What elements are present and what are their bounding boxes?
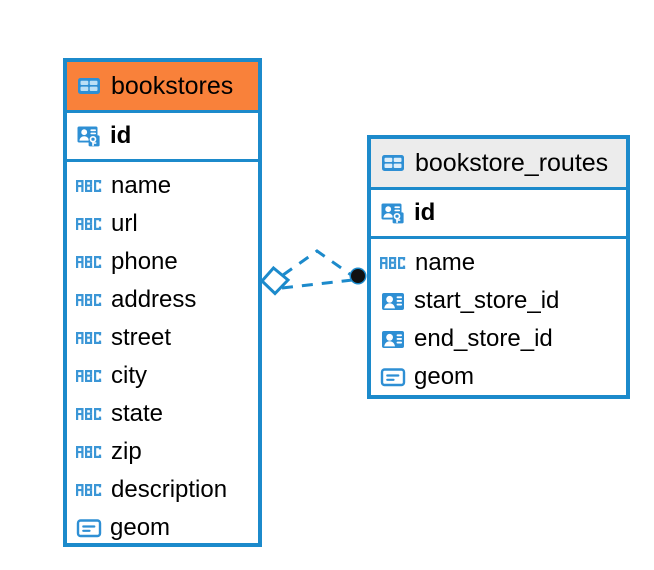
field-row-geom[interactable]: geom xyxy=(371,358,626,396)
field-row-name[interactable]: name xyxy=(371,244,626,282)
relationship-line-upper xyxy=(282,249,355,279)
field-row-id[interactable]: id xyxy=(371,190,626,236)
abc-text-icon xyxy=(76,367,103,385)
field-row-city[interactable]: city xyxy=(67,357,258,395)
columns-section-bookstore-routes: name start_store_id xyxy=(371,239,626,402)
field-label: street xyxy=(111,324,172,351)
field-label: phone xyxy=(111,248,178,275)
abc-text-icon xyxy=(76,443,103,461)
columns-section-bookstores: name xyxy=(67,162,258,553)
geometry-icon xyxy=(380,364,406,390)
field-label: name xyxy=(111,172,172,199)
field-row-state[interactable]: state xyxy=(67,395,258,433)
field-label: state xyxy=(111,400,164,427)
table-icon xyxy=(76,73,102,99)
entity-bookstores[interactable]: bookstores id xyxy=(63,58,262,547)
field-label: id xyxy=(110,122,132,149)
abc-text-icon xyxy=(76,253,103,271)
abc-text-icon xyxy=(76,215,103,233)
field-row-zip[interactable]: zip xyxy=(67,433,258,471)
field-label: name xyxy=(415,249,476,276)
field-label: id xyxy=(414,199,436,226)
geometry-icon xyxy=(76,515,102,541)
field-label: zip xyxy=(111,438,142,465)
field-label: geom xyxy=(414,363,475,390)
entity-header-bookstore-routes: bookstore_routes xyxy=(371,139,626,187)
field-row-phone[interactable]: phone xyxy=(67,243,258,281)
primary-key-section-bookstore-routes: id xyxy=(371,187,626,239)
abc-text-icon xyxy=(76,329,103,347)
field-row-geom[interactable]: geom xyxy=(67,509,258,547)
field-row-street[interactable]: street xyxy=(67,319,258,357)
field-row-start-store-id[interactable]: start_store_id xyxy=(371,282,626,320)
abc-text-icon xyxy=(76,405,103,423)
table-icon xyxy=(380,150,406,176)
field-row-id[interactable]: id xyxy=(67,113,258,159)
entity-bookstore-routes[interactable]: bookstore_routes xyxy=(367,135,630,399)
field-row-url[interactable]: url xyxy=(67,205,258,243)
field-label: end_store_id xyxy=(414,325,553,352)
abc-text-icon xyxy=(76,481,103,499)
primary-key-section-bookstores: id xyxy=(67,110,258,162)
field-label: description xyxy=(111,476,228,503)
foreign-key-icon xyxy=(380,288,406,314)
abc-text-icon xyxy=(76,291,103,309)
abc-text-icon xyxy=(76,177,103,195)
abc-text-icon xyxy=(380,254,407,272)
foreign-key-icon xyxy=(380,326,406,352)
field-label: geom xyxy=(110,514,171,541)
relationship-line-lower xyxy=(281,278,354,290)
field-row-end-store-id[interactable]: end_store_id xyxy=(371,320,626,358)
field-row-name[interactable]: name xyxy=(67,167,258,205)
field-label: start_store_id xyxy=(414,287,560,314)
primary-key-icon xyxy=(76,123,102,149)
primary-key-icon xyxy=(380,200,406,226)
entity-header-bookstores: bookstores xyxy=(67,62,258,110)
entity-title: bookstore_routes xyxy=(415,148,609,177)
field-row-address[interactable]: address xyxy=(67,281,258,319)
filled-circle-marker xyxy=(349,267,367,285)
field-row-description[interactable]: description xyxy=(67,471,258,509)
diamond-marker xyxy=(259,265,291,296)
field-label: city xyxy=(111,362,147,389)
field-label: address xyxy=(111,286,197,313)
field-label: url xyxy=(111,210,138,237)
entity-title: bookstores xyxy=(111,71,234,100)
